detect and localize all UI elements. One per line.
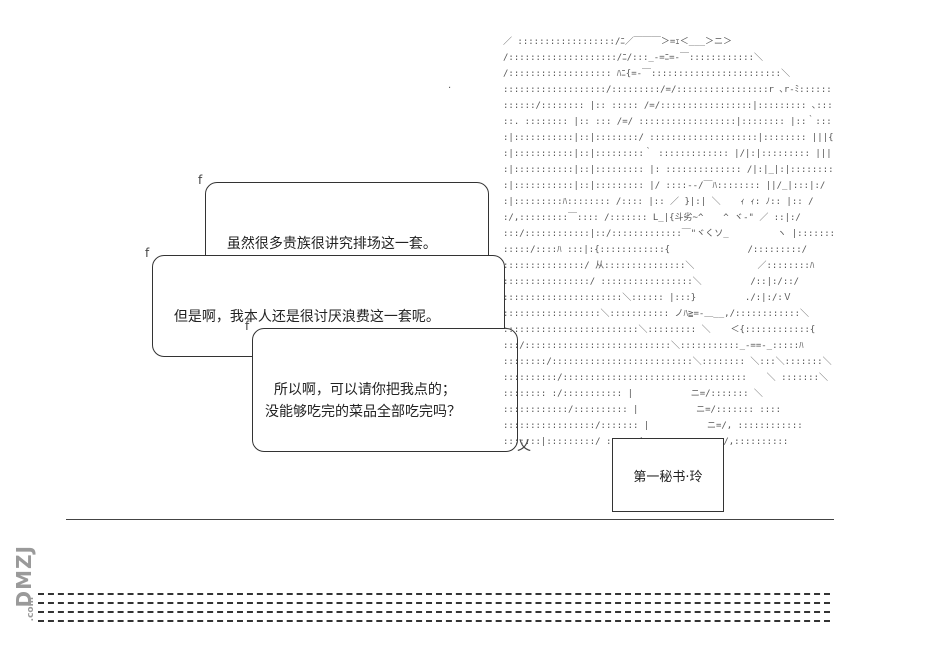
bubble-tail: 乂 [517, 438, 531, 454]
bubble-tag: f [245, 319, 250, 333]
nameplate-label: 第一秘书·玲 [633, 469, 703, 485]
ascii-art-character: ／ ::::::::::::::::::/ﾆ／￣￣￣＞=ｪ＜___＞ニ＞ /::… [503, 37, 833, 447]
stray-dot: . [448, 80, 452, 91]
bubble-tag: f [198, 173, 203, 187]
watermark-logo: DMZJ .com [12, 545, 36, 655]
floor-line [66, 519, 834, 520]
nameplate: 第一秘书·玲 [612, 438, 724, 512]
speech-text-2: 但是啊，我本人还是很讨厌浪费这一套呢。 [173, 309, 440, 325]
speech-bubble-3: f 所以啊，可以请你把我点的； 没能够吃完的菜品全部吃完吗？ 乂 [245, 319, 531, 454]
bottom-dash-line [38, 611, 830, 613]
speech-text-3: 所以啊，可以请你把我点的； 没能够吃完的菜品全部吃完吗？ [265, 382, 461, 420]
bottom-dash-line [38, 593, 830, 595]
bottom-dash-line [38, 620, 830, 622]
bottom-dash-line [38, 602, 830, 604]
bubble-tag: f [145, 246, 150, 260]
speech-text-1: 虽然很多贵族很讲究排场这一套。 [226, 236, 437, 252]
watermark-domain-text: .com [26, 597, 36, 622]
